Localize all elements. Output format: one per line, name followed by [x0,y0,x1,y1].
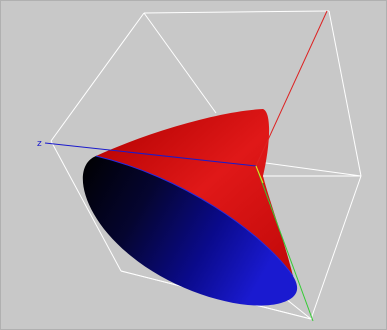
box-edge [143,10,330,14]
z-axis-label: z [37,139,42,149]
origin-marker [255,165,264,184]
cone-rim-highlight [95,155,294,277]
box-edge [328,10,362,177]
cone-inner-surface [82,156,298,306]
x-axis [255,10,328,167]
box-edge [143,12,217,114]
z-axis [44,142,257,167]
box-edge [310,175,362,320]
y-axis [255,165,314,322]
box-edge [250,160,362,177]
axes [44,10,328,322]
box-edge [50,12,145,142]
box-edge [50,140,122,272]
